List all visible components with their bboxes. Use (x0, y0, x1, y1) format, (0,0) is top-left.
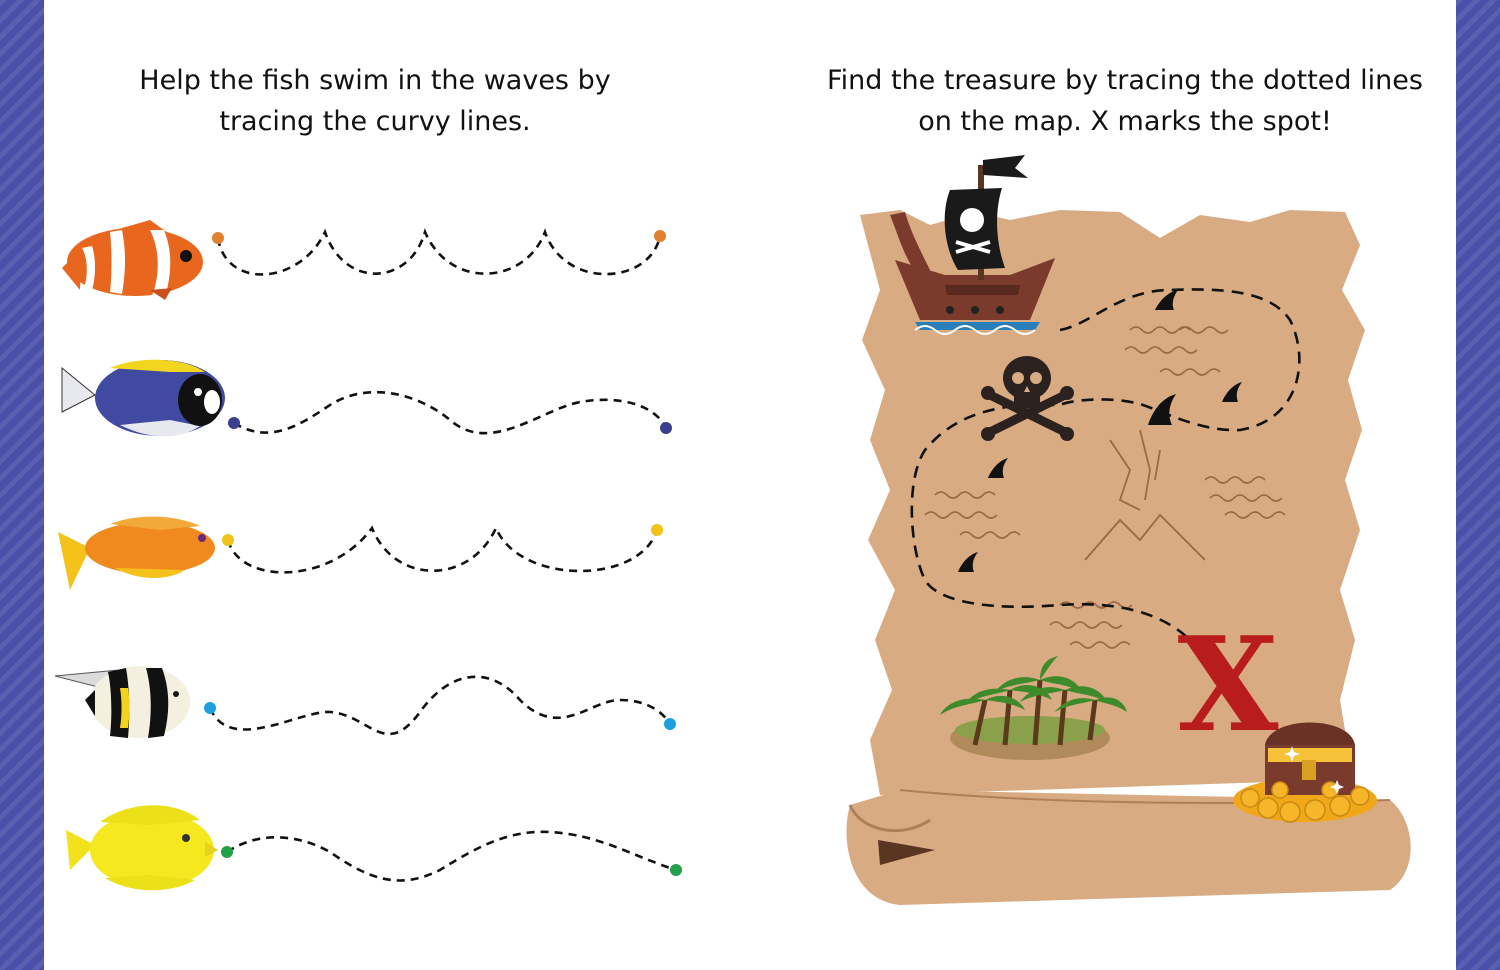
end-dot (651, 524, 663, 536)
shark-fin-icon (958, 290, 1242, 572)
yellow-tang-icon (66, 805, 218, 891)
start-dot (228, 417, 240, 429)
fish-row (61, 359, 672, 437)
orange-anthias-icon (58, 516, 215, 590)
start-dot (204, 702, 216, 714)
fish-row (54, 666, 676, 738)
pirate-ship-icon (890, 155, 1055, 335)
fish-instruction: Help the fish swim in the waves by traci… (139, 65, 611, 137)
start-dot (221, 846, 233, 858)
skull-crossbones-icon (981, 356, 1074, 441)
palm-island-icon (940, 656, 1127, 760)
trace-path[interactable] (233, 390, 668, 435)
treasure-map: X (846, 155, 1411, 905)
right-page-border (1456, 0, 1500, 970)
end-dot (654, 230, 666, 242)
trace-path[interactable] (216, 228, 662, 276)
trace-path[interactable] (226, 830, 677, 882)
trace-path[interactable] (226, 524, 659, 574)
map-parchment (860, 210, 1365, 795)
moorish-idol-icon (54, 666, 190, 738)
end-dot (660, 422, 672, 434)
fish-row (62, 220, 666, 300)
fish-tracing-section (54, 220, 682, 891)
trace-path[interactable] (208, 675, 672, 736)
end-dot (664, 718, 676, 730)
map-instruction: Find the treasure by tracing the dotted … (827, 65, 1423, 137)
fish-row (58, 516, 663, 590)
left-page-border (0, 0, 44, 970)
mountain-icon (1084, 429, 1206, 561)
blue-tang-icon (61, 359, 225, 437)
wave-marks (924, 326, 1286, 649)
fish-row (66, 805, 682, 891)
treasure-route[interactable] (910, 288, 1301, 641)
end-dot (670, 864, 682, 876)
x-mark: X (1178, 608, 1279, 761)
treasure-chest-icon (1233, 722, 1377, 823)
clownfish-icon (62, 220, 203, 300)
start-dot (212, 232, 224, 244)
start-dot (222, 534, 234, 546)
